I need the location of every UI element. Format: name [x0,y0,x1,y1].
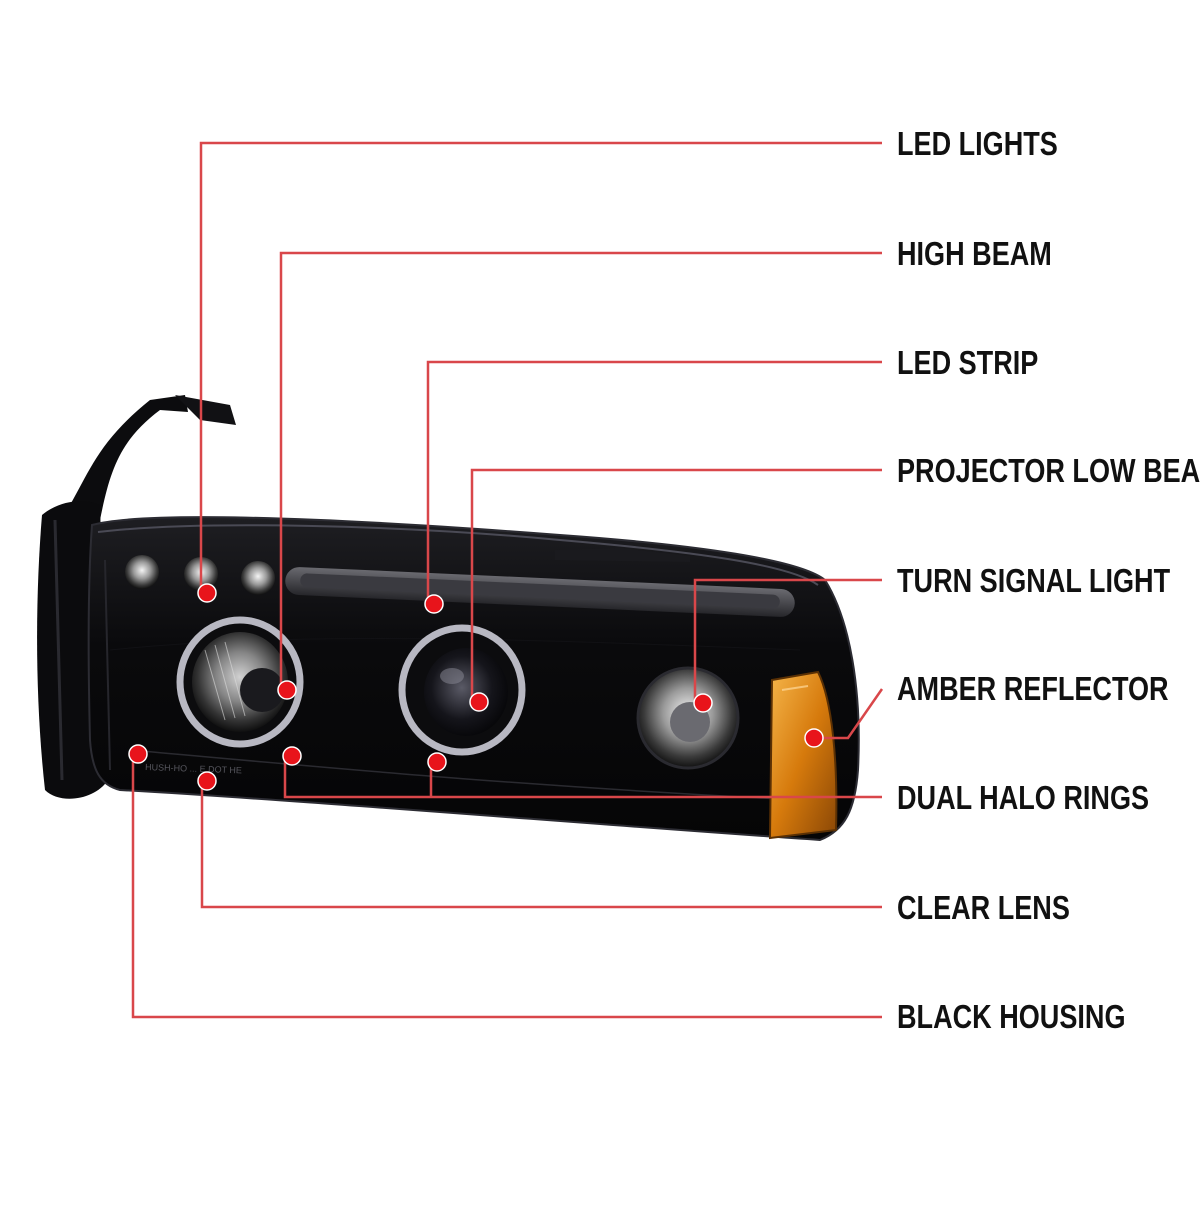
callout-dot-projector-low-beam [469,692,489,712]
label-led-lights: LED LIGHTS [897,125,1058,162]
callout-dot-dual-halo-rings-b [427,752,447,772]
callout-dot-clear-lens [197,771,217,791]
amber-reflector [768,670,838,840]
label-dual-halo-rings: DUAL HALO RINGS [897,779,1150,816]
label-amber-reflector: AMBER REFLECTOR [897,670,1169,707]
turn-signal-light [636,666,740,770]
label-turn-signal-light: TURN SIGNAL LIGHT [897,562,1171,599]
callout-dot-high-beam [277,680,297,700]
callout-line-led-lights [199,141,882,591]
label-black-housing: BLACK HOUSING [897,998,1126,1035]
label-high-beam: HIGH BEAM [897,235,1052,272]
led-strip [285,567,795,617]
callout-line-led-strip [426,360,882,604]
callout-line-amber-reflector [818,688,884,740]
label-led-strip: LED STRIP [897,344,1039,381]
callout-line-dual-halo-rings-a [283,753,882,799]
lens-stamp-text: HUSH-HO ... E DOT HE [145,762,242,775]
mounting-bracket [70,395,236,520]
callout-dot-black-housing [128,744,148,764]
label-clear-lens: CLEAR LENS [897,889,1070,926]
callout-line-turn-signal-light [693,578,882,703]
callout-dot-led-strip [424,594,444,614]
projector-low-beam [398,624,526,756]
callout-line-high-beam [279,251,882,690]
callout-lines [131,141,884,1019]
callout-line-clear-lens [200,782,882,909]
callout-dots [128,583,824,791]
callout-line-projector-low-beam [470,468,882,702]
label-projector-low-beam: PROJECTOR LOW BEAM [897,452,1200,489]
callout-dot-turn-signal-light [693,693,713,713]
callout-line-black-housing [131,756,882,1019]
callout-dot-led-lights [197,583,217,603]
callout-dot-dual-halo-rings-a [282,746,302,766]
led-light-1 [125,555,159,589]
high-beam [176,616,304,748]
callout-dot-amber-reflector [804,728,824,748]
led-light-3 [241,561,275,595]
